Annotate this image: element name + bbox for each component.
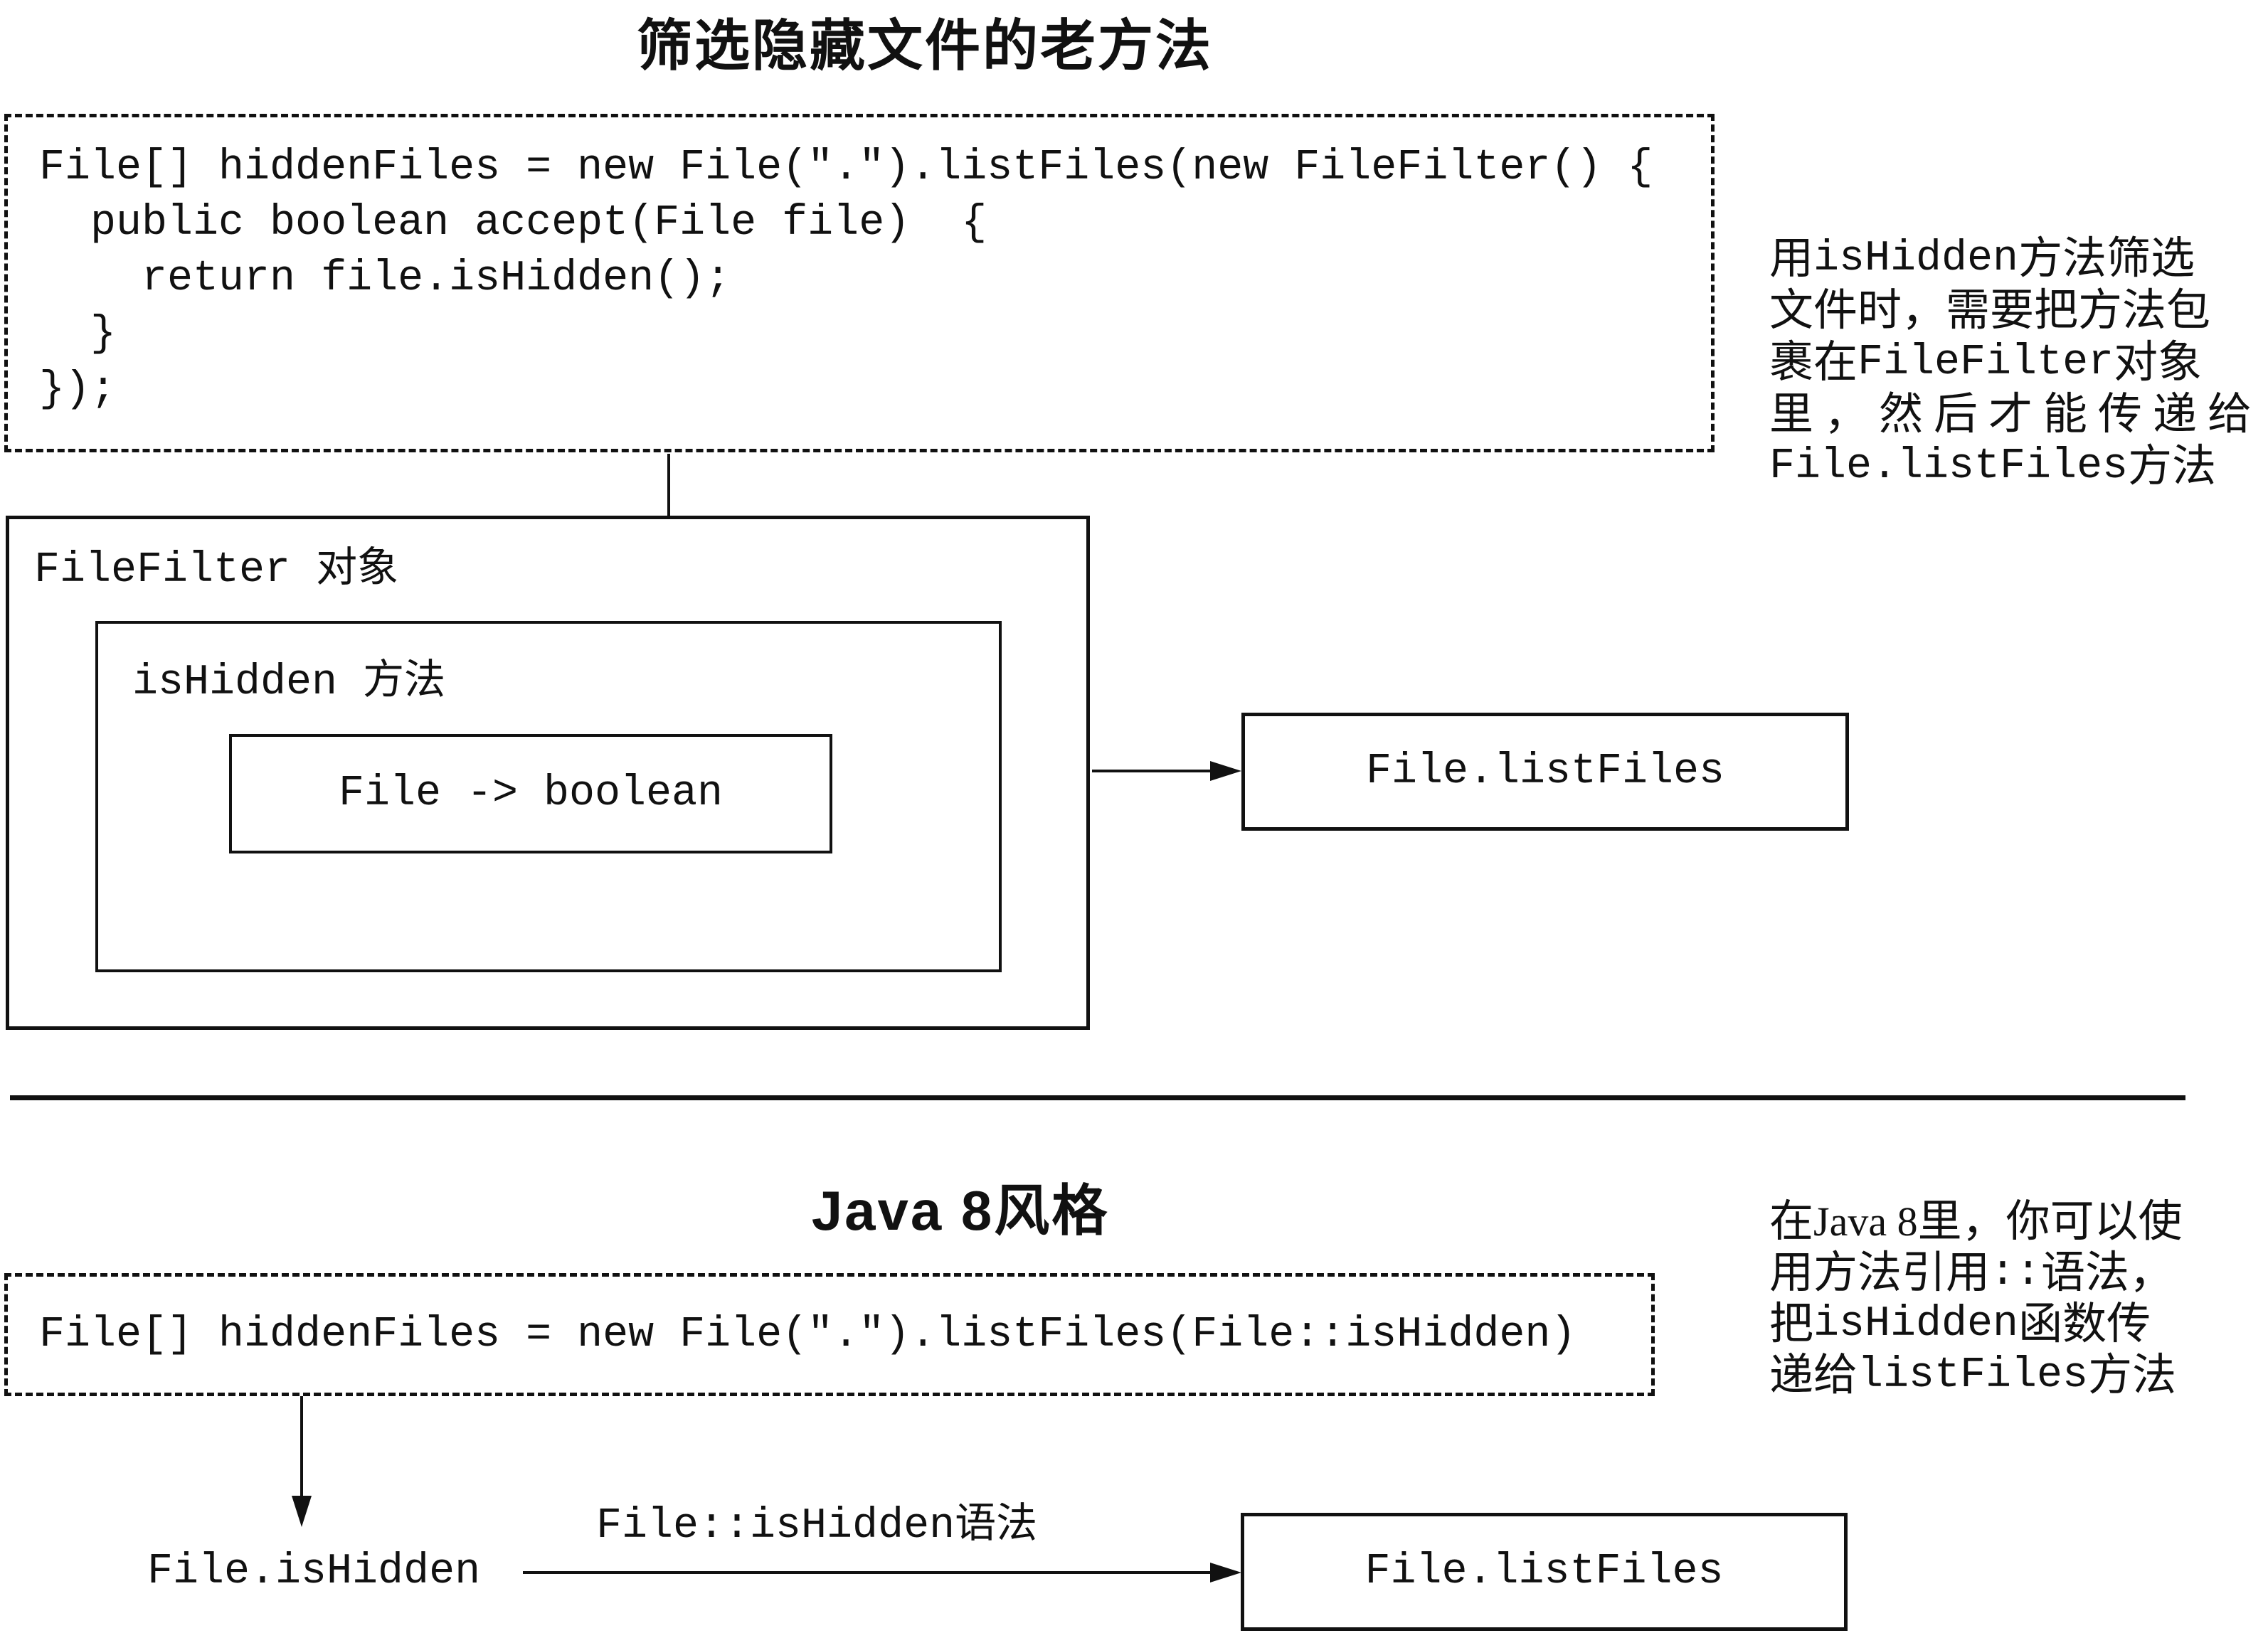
old-way-code: File[] hiddenFiles = new File(".").listF…	[39, 144, 1653, 414]
arrow-code-to-ishidden-line	[300, 1396, 303, 1497]
java8-title: Java 8风格	[811, 1179, 1110, 1242]
text-segment: 对象	[316, 544, 399, 590]
section-divider	[10, 1095, 2185, 1100]
text-segment: 里，然后才能传递给	[1769, 390, 2263, 439]
text-segment: 函数传	[2018, 1300, 2151, 1349]
code-segment: listFiles	[1858, 1351, 2089, 1400]
old-way-code-box: File[] hiddenFiles = new File(".").listF…	[4, 114, 1715, 452]
annotation-line: 用方法引用::语法，	[1769, 1248, 2183, 1299]
text-segment: 在	[1769, 1198, 1814, 1246]
java8-code: File[] hiddenFiles = new File(".").listF…	[39, 1310, 1577, 1359]
text-segment: 方法	[2128, 442, 2217, 491]
text-segment: 用	[1769, 235, 1814, 283]
arrow-filefilter-to-listfiles-line	[1092, 770, 1213, 772]
code-segment: ::	[1990, 1249, 2042, 1297]
java8-code-box: File[] hiddenFiles = new File(".").listF…	[4, 1273, 1655, 1396]
text-segment: 对象	[2114, 339, 2203, 387]
text-segment: 把	[1769, 1300, 1814, 1349]
arrow-ishidden-to-listfiles-line	[523, 1571, 1213, 1574]
text-segment: 递给	[1769, 1351, 1858, 1400]
filefilter-object-label: FileFilter 对象	[34, 541, 398, 605]
text-segment: 语法	[955, 1500, 1038, 1546]
listfiles-box-top: File.listFiles	[1241, 713, 1849, 831]
listfiles-box-bottom-text: File.listFiles	[1364, 1548, 1724, 1596]
arrow-ishidden-to-listfiles-head	[1210, 1563, 1241, 1583]
old-way-title: 筛选隐藏文件的老方法	[636, 14, 1214, 77]
text-segment: Java 8	[1813, 1198, 1918, 1245]
text-segment: 语法，	[2041, 1249, 2174, 1297]
file-to-boolean-box: File -> boolean	[229, 734, 832, 853]
text-segment: 方法	[2088, 1351, 2177, 1400]
file-to-boolean-text: File -> boolean	[338, 770, 724, 818]
listfiles-box-bottom: File.listFiles	[1241, 1513, 1848, 1631]
code-segment: FileFilter	[1858, 339, 2114, 387]
listfiles-box-top-text: File.listFiles	[1365, 748, 1725, 796]
annotation-line: 里，然后才能传递给	[1769, 389, 2262, 441]
annotation-line: 文件时，需要把方法包	[1769, 285, 2262, 337]
method-reference-syntax-label: File::isHidden语法	[596, 1496, 1037, 1561]
code-segment: FileFilter	[34, 546, 317, 595]
code-segment: isHidden	[1813, 1300, 2019, 1349]
text-segment: 方法筛选	[2018, 235, 2195, 283]
code-segment: File::isHidden	[596, 1502, 955, 1550]
text-segment: 裹在	[1769, 339, 1858, 387]
text-segment: 里，你可以使	[1917, 1198, 2183, 1246]
text-segment: 文件时，需要把方法包	[1769, 287, 2211, 335]
arrow-filefilter-to-listfiles-head	[1210, 761, 1241, 781]
code-segment: File.listFiles	[1769, 442, 2129, 491]
arrow-code-to-ishidden-head	[292, 1496, 312, 1527]
file-ishidden-text: File.isHidden	[147, 1548, 481, 1596]
code-segment: isHidden	[132, 659, 364, 707]
code-segment: isHidden	[1813, 235, 2019, 283]
text-segment: 用方法引用	[1769, 1249, 1991, 1297]
ishidden-method-label: isHidden 方法	[132, 653, 445, 718]
text-segment: 方法	[363, 656, 446, 703]
